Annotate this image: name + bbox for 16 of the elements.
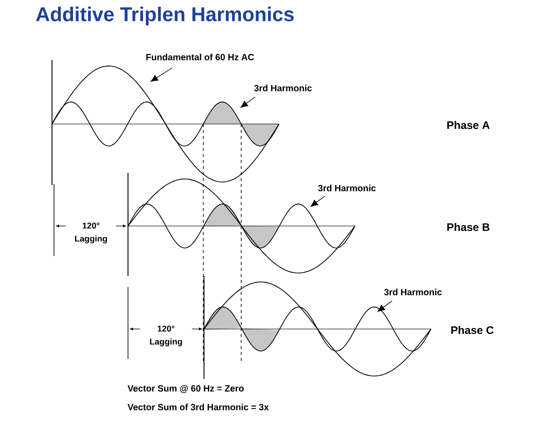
lag-label: 120° Lagging bbox=[71, 222, 111, 244]
curve-label: 3rd Harmonic bbox=[318, 184, 376, 192]
lag-label: 120° Lagging bbox=[146, 326, 186, 346]
summary-note: Vector Sum @ 60 Hz = Zero bbox=[128, 385, 244, 393]
leader-line bbox=[310, 196, 326, 207]
curve-label: 3rd Harmonic bbox=[384, 288, 442, 296]
summary-note: Vector Sum of 3rd Harmonic = 3x bbox=[128, 404, 269, 410]
title: Additive Triplen Harmonics bbox=[36, 6, 294, 26]
leader-line bbox=[240, 96, 256, 108]
phase-label: Phase A bbox=[447, 120, 490, 130]
phase-label: Phase B bbox=[447, 222, 490, 232]
curve-label: 3rd Harmonic bbox=[254, 84, 312, 92]
curve-label: Fundamental of 60 Hz AC bbox=[146, 54, 254, 60]
phase-label: Phase C bbox=[451, 326, 494, 334]
leader-line bbox=[150, 68, 172, 82]
leader-line bbox=[378, 300, 392, 312]
